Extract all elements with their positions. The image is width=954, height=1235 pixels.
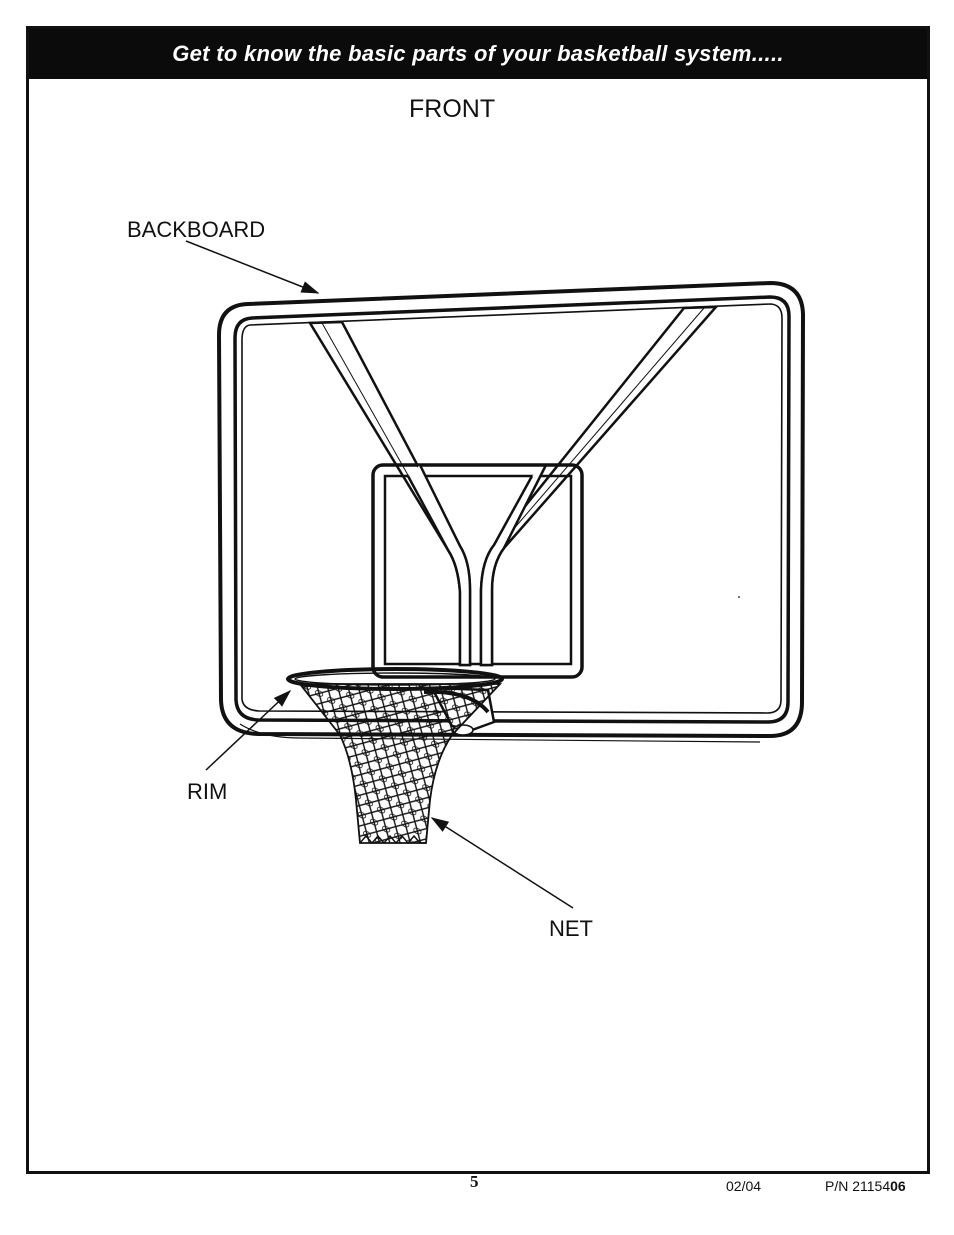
callout-net: NET xyxy=(549,916,593,941)
backboard xyxy=(216,280,806,743)
page-frame: Get to know the basic parts of your bask… xyxy=(26,26,930,1174)
rim-leader-arrow xyxy=(205,689,292,771)
rim xyxy=(286,667,504,691)
backboard-leader-arrow xyxy=(185,240,320,294)
callout-rim: RIM xyxy=(187,779,228,804)
net xyxy=(298,683,503,845)
callout-backboard: BACKBOARD xyxy=(127,217,266,242)
revision-date: 02/04 xyxy=(726,1178,762,1194)
part-number-prefix: P/N 21154 xyxy=(825,1178,891,1194)
part-number: P/N 2115406 xyxy=(825,1178,906,1194)
header-title: Get to know the basic parts of your bask… xyxy=(172,41,784,66)
page-number: 5 xyxy=(470,1172,479,1191)
section-header: Get to know the basic parts of your bask… xyxy=(29,29,927,79)
view-label: FRONT xyxy=(409,95,496,123)
net-leader-arrow xyxy=(430,817,574,909)
part-number-suffix: 06 xyxy=(890,1178,906,1194)
